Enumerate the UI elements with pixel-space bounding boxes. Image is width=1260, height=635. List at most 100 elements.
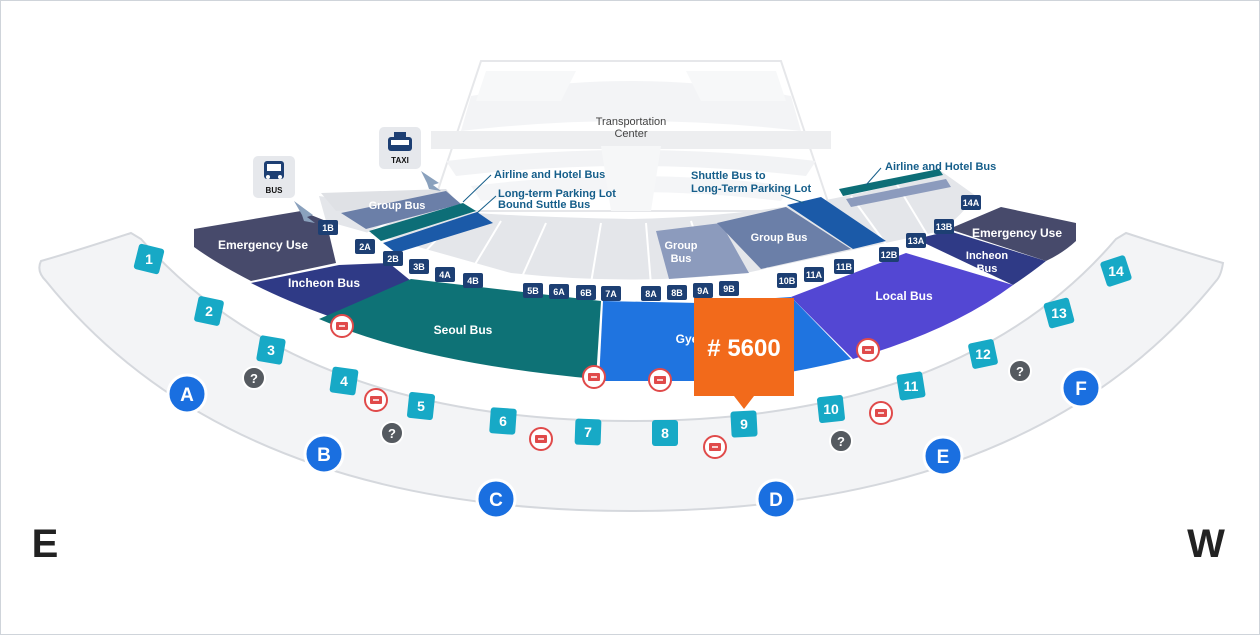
taxi-icon: TAXI xyxy=(379,127,421,169)
gate-10[interactable]: 10 xyxy=(817,395,846,424)
door-d[interactable]: D xyxy=(755,478,797,520)
svg-text:C: C xyxy=(489,490,503,511)
bay-4a[interactable]: 4A xyxy=(435,267,455,282)
svg-text:?: ? xyxy=(388,426,396,441)
bay-8a[interactable]: 8A xyxy=(641,286,661,301)
bay-2b[interactable]: 2B xyxy=(383,251,403,266)
svg-text:?: ? xyxy=(837,434,845,449)
gate-9[interactable]: 9 xyxy=(730,410,758,438)
bay-9b[interactable]: 9B xyxy=(719,281,739,296)
bay-13b[interactable]: 13B xyxy=(934,219,954,234)
svg-text:B: B xyxy=(317,445,331,466)
svg-text:1: 1 xyxy=(145,251,153,267)
seoul-bus-label: Seoul Bus xyxy=(434,323,493,337)
gate-8[interactable]: 8 xyxy=(652,420,678,446)
svg-text:F: F xyxy=(1075,379,1087,400)
gate-7[interactable]: 7 xyxy=(574,418,602,446)
gate-4[interactable]: 4 xyxy=(329,366,359,396)
bay-11a[interactable]: 11A xyxy=(804,267,824,282)
bus-icon: BUS xyxy=(253,156,295,198)
group-bus-right-label: Group Bus xyxy=(751,232,808,244)
svg-text:4: 4 xyxy=(340,373,348,389)
svg-text:8A: 8A xyxy=(645,289,657,299)
ticket-icon[interactable] xyxy=(364,388,388,412)
gate-12[interactable]: 12 xyxy=(968,339,999,370)
airline-hotel-left: Airline and Hotel Bus xyxy=(494,169,605,181)
info-icon[interactable]: ? xyxy=(1008,359,1032,383)
group-lane-left-bg xyxy=(321,189,456,211)
svg-text:5B: 5B xyxy=(527,286,539,296)
svg-text:7A: 7A xyxy=(605,289,617,299)
gate-11[interactable]: 11 xyxy=(896,371,926,401)
group-bus-mid-label1: Group xyxy=(665,240,698,252)
ticket-icon[interactable] xyxy=(703,435,727,459)
bus-arrow xyxy=(294,201,315,223)
svg-text:9A: 9A xyxy=(697,286,709,296)
incheon-right-label1: Incheon xyxy=(966,250,1008,262)
longterm-line1: Long-term Parking Lot xyxy=(498,188,616,200)
door-e[interactable]: E xyxy=(922,435,964,477)
bay-10b[interactable]: 10B xyxy=(777,273,797,288)
selected-marker[interactable]: # 5600 xyxy=(694,298,794,409)
svg-text:13B: 13B xyxy=(936,222,953,232)
bay-1b[interactable]: 1B xyxy=(318,220,338,235)
gate-13[interactable]: 13 xyxy=(1043,297,1075,329)
info-icon[interactable]: ? xyxy=(829,429,853,453)
svg-text:14: 14 xyxy=(1108,263,1124,279)
svg-text:4A: 4A xyxy=(439,270,451,280)
gate-1[interactable]: 1 xyxy=(133,243,165,275)
bay-3b[interactable]: 3B xyxy=(409,259,429,274)
ticket-icon[interactable] xyxy=(869,401,893,425)
bay-2a[interactable]: 2A xyxy=(355,239,375,254)
gate-14[interactable]: 14 xyxy=(1100,255,1133,288)
door-b[interactable]: B xyxy=(303,433,345,475)
ticket-icon[interactable] xyxy=(856,338,880,362)
incheon-zone-right xyxy=(916,231,1046,285)
bay-6b[interactable]: 6B xyxy=(576,285,596,300)
gate-2[interactable]: 2 xyxy=(194,296,225,327)
emergency-zone-right xyxy=(949,207,1076,261)
svg-text:13: 13 xyxy=(1051,305,1067,321)
group-bus-mid-zone xyxy=(656,223,749,279)
ticket-icon[interactable] xyxy=(330,314,354,338)
ticket-icon[interactable] xyxy=(648,368,672,392)
bay-6a[interactable]: 6A xyxy=(549,284,569,299)
svg-text:10: 10 xyxy=(823,401,839,417)
svg-text:6B: 6B xyxy=(580,288,592,298)
bay-4b[interactable]: 4B xyxy=(463,273,483,288)
info-icon[interactable]: ? xyxy=(380,421,404,445)
gate-3[interactable]: 3 xyxy=(256,335,286,365)
door-c[interactable]: C xyxy=(475,478,517,520)
svg-text:2: 2 xyxy=(205,303,213,319)
bay-7a[interactable]: 7A xyxy=(601,286,621,301)
door-f[interactable]: F xyxy=(1060,367,1102,409)
gate-5[interactable]: 5 xyxy=(407,392,436,421)
bay-8b[interactable]: 8B xyxy=(667,285,687,300)
svg-text:2B: 2B xyxy=(387,254,399,264)
ticket-icon[interactable] xyxy=(582,365,606,389)
svg-text:2A: 2A xyxy=(359,242,371,252)
svg-text:6: 6 xyxy=(499,413,507,429)
svg-text:7: 7 xyxy=(584,424,592,440)
group-bus-right-zone xyxy=(717,207,851,269)
bay-9a[interactable]: 9A xyxy=(693,283,713,298)
gate-6[interactable]: 6 xyxy=(489,407,517,435)
gyeonggi-bus-zone xyxy=(599,301,699,381)
bay-12b[interactable]: 12B xyxy=(879,247,899,262)
svg-text:8: 8 xyxy=(661,425,669,441)
svg-text:6A: 6A xyxy=(553,287,565,297)
bay-11b[interactable]: 11B xyxy=(834,259,854,274)
bay-5b[interactable]: 5B xyxy=(523,283,543,298)
ticket-icon[interactable] xyxy=(529,427,553,451)
emergency-right-label: Emergency Use xyxy=(972,226,1062,240)
gyeonggi-bus-label: Gye xyxy=(676,332,699,346)
shuttle-lane xyxy=(787,197,886,249)
info-icon[interactable]: ? xyxy=(242,366,266,390)
shuttle-line2: Long-Term Parking Lot xyxy=(691,183,812,195)
bay-13a[interactable]: 13A xyxy=(906,233,926,248)
door-a[interactable]: A xyxy=(166,373,208,415)
svg-text:11: 11 xyxy=(904,378,919,394)
bay-14a[interactable]: 14A xyxy=(961,195,981,210)
